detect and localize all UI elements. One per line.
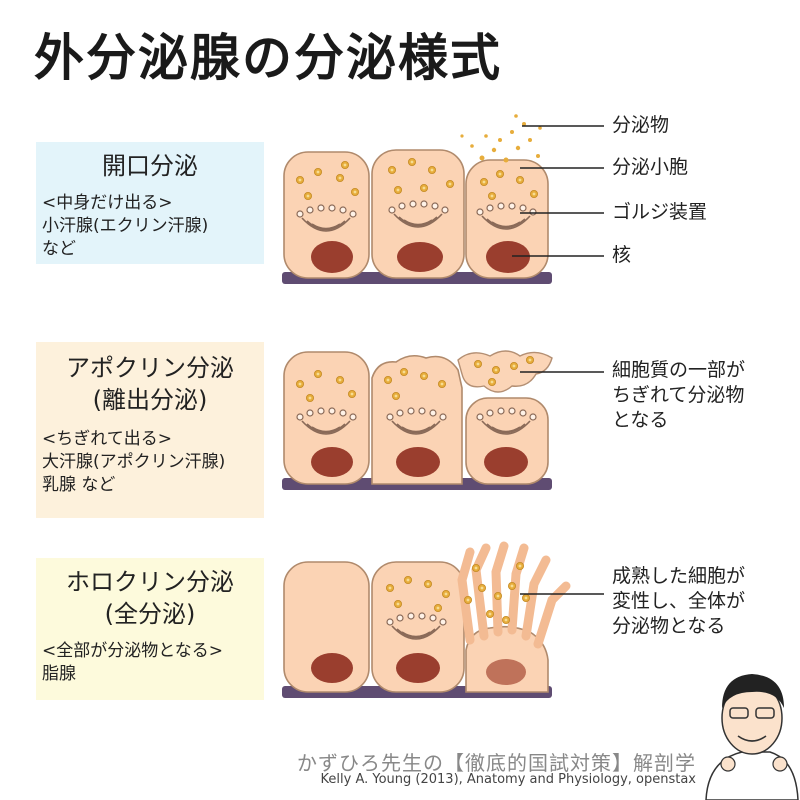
label-secretion: 分泌物 bbox=[612, 114, 670, 136]
cell bbox=[283, 351, 370, 485]
panel-merocrine-name: 開口分泌 bbox=[36, 150, 264, 182]
panel-holocrine-desc-line: <全部が分泌物となる> bbox=[42, 641, 223, 661]
panel-merocrine-desc: <中身だけ出る> 小汗腺(エクリン汗腺) など bbox=[36, 192, 264, 261]
panel-apocrine-desc-line: <ちぎれて出る> bbox=[42, 429, 172, 449]
label-apocrine-line: 細胞質の一部が bbox=[612, 359, 746, 381]
row-holocrine bbox=[282, 541, 604, 698]
panel-apocrine-name: アポクリン分泌 (離出分泌) bbox=[36, 352, 264, 416]
nucleus bbox=[397, 242, 443, 272]
panel-holocrine: ホロクリン分泌 (全分泌) <全部が分泌物となる> 脂腺 bbox=[36, 558, 264, 700]
label-apocrine-desc: 細胞質の一部が ちぎれて分泌物 となる bbox=[612, 358, 745, 433]
panel-merocrine: 開口分泌 <中身だけ出る> 小汗腺(エクリン汗腺) など bbox=[36, 142, 264, 264]
label-vesicle: 分泌小胞 bbox=[612, 156, 689, 178]
panel-holocrine-name: ホロクリン分泌 (全分泌) bbox=[36, 566, 264, 630]
nucleus bbox=[396, 447, 440, 477]
panel-merocrine-name-line: 開口分泌 bbox=[102, 152, 198, 180]
panel-apocrine: アポクリン分泌 (離出分泌) <ちぎれて出る> 大汗腺(アポクリン汗腺) 乳腺 … bbox=[36, 342, 264, 518]
nucleus bbox=[486, 241, 530, 273]
nucleus bbox=[311, 653, 353, 683]
label-holocrine-line: 変性し、全体が bbox=[612, 590, 746, 612]
label-holocrine-line: 分泌物となる bbox=[612, 615, 726, 637]
panel-holocrine-desc-line: 脂腺 bbox=[42, 664, 76, 684]
panel-holocrine-name-line: ホロクリン分泌 bbox=[66, 568, 234, 596]
nucleus bbox=[486, 659, 526, 685]
panel-holocrine-name-line: (全分泌) bbox=[104, 600, 196, 628]
panel-merocrine-desc-line: <中身だけ出る> bbox=[42, 193, 173, 213]
nucleus bbox=[484, 447, 528, 477]
footer-brand: かずひろ先生の【徹底的国試対策】解剖学 bbox=[297, 751, 696, 775]
label-nucleus: 核 bbox=[612, 244, 632, 266]
panel-apocrine-desc-line: 大汗腺(アポクリン汗腺) bbox=[42, 452, 226, 472]
label-apocrine-line: ちぎれて分泌物 bbox=[612, 384, 745, 406]
label-golgi: ゴルジ装置 bbox=[612, 201, 708, 223]
row-apocrine bbox=[282, 350, 604, 490]
panel-apocrine-desc-line: 乳腺 など bbox=[42, 475, 116, 495]
nucleus bbox=[311, 447, 353, 477]
panel-holocrine-desc: <全部が分泌物となる> 脂腺 bbox=[36, 640, 264, 686]
page-title: 外分泌腺の分泌様式 bbox=[34, 29, 502, 87]
panel-merocrine-desc-line: など bbox=[42, 239, 76, 259]
panel-apocrine-name-line: (離出分泌) bbox=[92, 386, 208, 414]
disintegrating-cell bbox=[457, 541, 571, 649]
label-holocrine-desc: 成熟した細胞が 変性し、全体が 分泌物となる bbox=[612, 564, 745, 639]
panel-merocrine-desc-line: 小汗腺(エクリン汗腺) bbox=[42, 216, 209, 236]
footer-source: Kelly A. Young (2013), Anatomy and Physi… bbox=[320, 772, 696, 787]
label-holocrine-line: 成熟した細胞が bbox=[612, 565, 746, 587]
row-merocrine bbox=[282, 114, 604, 284]
label-apocrine-line: となる bbox=[612, 409, 669, 431]
doctor-avatar-icon bbox=[705, 674, 799, 800]
nucleus bbox=[311, 241, 353, 273]
panel-apocrine-name-line: アポクリン分泌 bbox=[66, 354, 234, 382]
nucleus bbox=[396, 653, 440, 683]
cell bbox=[371, 149, 465, 279]
panel-apocrine-desc: <ちぎれて出る> 大汗腺(アポクリン汗腺) 乳腺 など bbox=[36, 428, 264, 497]
cell bbox=[371, 354, 463, 485]
